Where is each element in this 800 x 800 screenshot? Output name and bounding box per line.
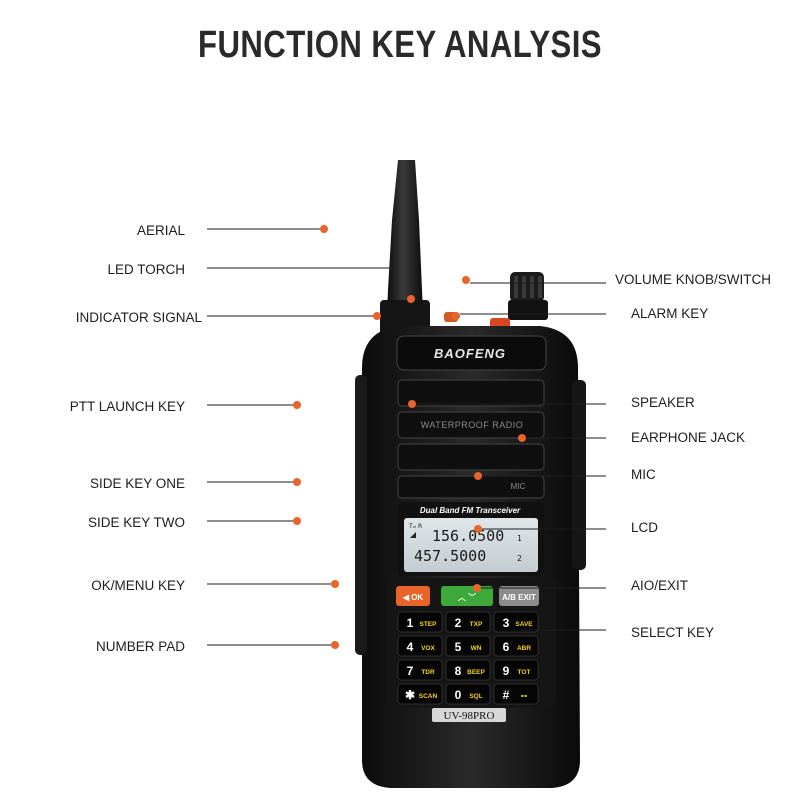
number-key-sub: BEEP [467, 669, 485, 676]
number-key[interactable]: 6 ABR [493, 635, 539, 657]
function-key[interactable]: A/B EXIT [499, 586, 539, 606]
function-key-label: ◀ OK [402, 593, 424, 602]
label-aerial: AERIAL [137, 223, 186, 238]
function-key[interactable]: ◀ OK [396, 586, 430, 606]
number-key[interactable]: 1 STEP [397, 611, 443, 633]
label-side-key-one: SIDE KEY ONE [90, 476, 185, 491]
number-key[interactable]: 8 BEEP [445, 659, 491, 681]
number-key-sub: TOT [518, 669, 531, 676]
number-key-sub: STEP [420, 621, 438, 628]
lcd-chan-b: 2 [517, 554, 522, 563]
function-key-label: A/B EXIT [502, 593, 536, 602]
label-ptt-key: PTT LAUNCH KEY [70, 399, 185, 414]
number-key-sub: SAVE [515, 621, 533, 628]
lcd-header: Dual Band FM Transceiver [420, 506, 521, 515]
left-callouts: AERIAL LED TORCH INDICATOR SIGNAL PTT LA… [70, 223, 415, 654]
number-key-main: 4 [407, 640, 414, 654]
label-ok-menu-key: OK/MENU KEY [91, 578, 185, 593]
lcd-chan-a: 1 [517, 534, 522, 543]
model-text: UV-98PRO [444, 710, 495, 722]
number-key-sub: ABR [517, 645, 531, 652]
label-lcd: LCD [631, 520, 658, 535]
number-key-main: # [503, 688, 510, 702]
logo-plate [396, 335, 547, 371]
number-key-main: 6 [503, 640, 510, 654]
number-key-sub: TDR [421, 669, 435, 676]
label-speaker: SPEAKER [631, 395, 695, 410]
signal-icon: Tₙₗ R [408, 523, 422, 530]
number-key[interactable]: 4 VOX [397, 635, 443, 657]
number-key[interactable]: 2 TXP [445, 611, 491, 633]
right-callouts: VOLUME KNOB/SWITCH ALARM KEY SPEAKER EAR… [408, 272, 771, 640]
number-key-sub: WN [471, 645, 482, 652]
callout-dot [320, 225, 328, 233]
radio-device: BAOFENG WATERPROOF RADIO MIC Dual Band F… [355, 160, 586, 788]
label-select-key: SELECT KEY [631, 625, 714, 640]
label-indicator-signal: INDICATOR SIGNAL [76, 310, 203, 325]
function-key[interactable]: ︿ ﹀ [441, 586, 493, 606]
speaker-grille [397, 379, 545, 499]
number-key-sub: TXP [470, 621, 483, 628]
aerial [386, 160, 424, 335]
number-key-sub: SQL [469, 693, 482, 700]
number-key[interactable]: 3 SAVE [493, 611, 539, 633]
number-key[interactable]: 5 WN [445, 635, 491, 657]
volume-knob [508, 272, 548, 320]
number-key[interactable]: 0 SQL [445, 683, 491, 705]
number-key[interactable]: 7 TDR [397, 659, 443, 681]
number-key-sub: SCAN [419, 693, 438, 700]
label-aio-exit: AIO/EXIT [631, 578, 688, 593]
label-led-torch: LED TORCH [107, 262, 185, 277]
lcd-freq-b: 457.5000 [414, 547, 486, 565]
label-alarm-key: ALARM KEY [631, 306, 708, 321]
number-key-sub: VOX [421, 645, 435, 652]
page-title: FUNCTION KEY ANALYSIS [198, 24, 602, 66]
mic-text: MIC [511, 482, 526, 491]
model-plate [432, 708, 506, 722]
label-mic: MIC [631, 467, 656, 482]
lcd-arrow-icon [410, 532, 416, 538]
label-number-pad: NUMBER PAD [96, 639, 185, 654]
grille-text: WATERPROOF RADIO [421, 420, 524, 430]
number-key[interactable]: 9 TOT [493, 659, 539, 681]
label-earphone-jack: EARPHONE JACK [631, 430, 745, 445]
function-key-label: ︿ ﹀ [458, 592, 476, 602]
number-key-sub: ⊷ [521, 693, 528, 700]
brand-logo: BAOFENG [434, 346, 506, 361]
label-volume-knob: VOLUME KNOB/SWITCH [615, 272, 771, 287]
side-grip-left [355, 375, 367, 655]
number-key-main: 5 [455, 640, 462, 654]
lcd-freq-a: 156.0500 [432, 527, 504, 545]
number-key-main: 2 [455, 616, 462, 630]
side-grip-right [572, 380, 586, 570]
lcd-screen [404, 518, 538, 572]
number-key[interactable]: #⊷ [493, 683, 539, 705]
number-key-main: ✱ [405, 688, 415, 702]
number-key[interactable]: ✱ SCAN [397, 683, 443, 705]
number-key-main: 9 [503, 664, 510, 678]
number-key-main: 0 [455, 688, 462, 702]
number-key-main: 8 [455, 664, 462, 678]
number-key-main: 7 [407, 664, 414, 678]
keypad: ◀ OK ︿ ﹀ A/B EXIT 1 STEP 2 TXP 3 SAVE 4 VOX 5 WN 6 ABR… [396, 586, 539, 705]
number-key-main: 3 [503, 616, 510, 630]
number-key-main: 1 [407, 616, 414, 630]
label-side-key-two: SIDE KEY TWO [88, 515, 185, 530]
